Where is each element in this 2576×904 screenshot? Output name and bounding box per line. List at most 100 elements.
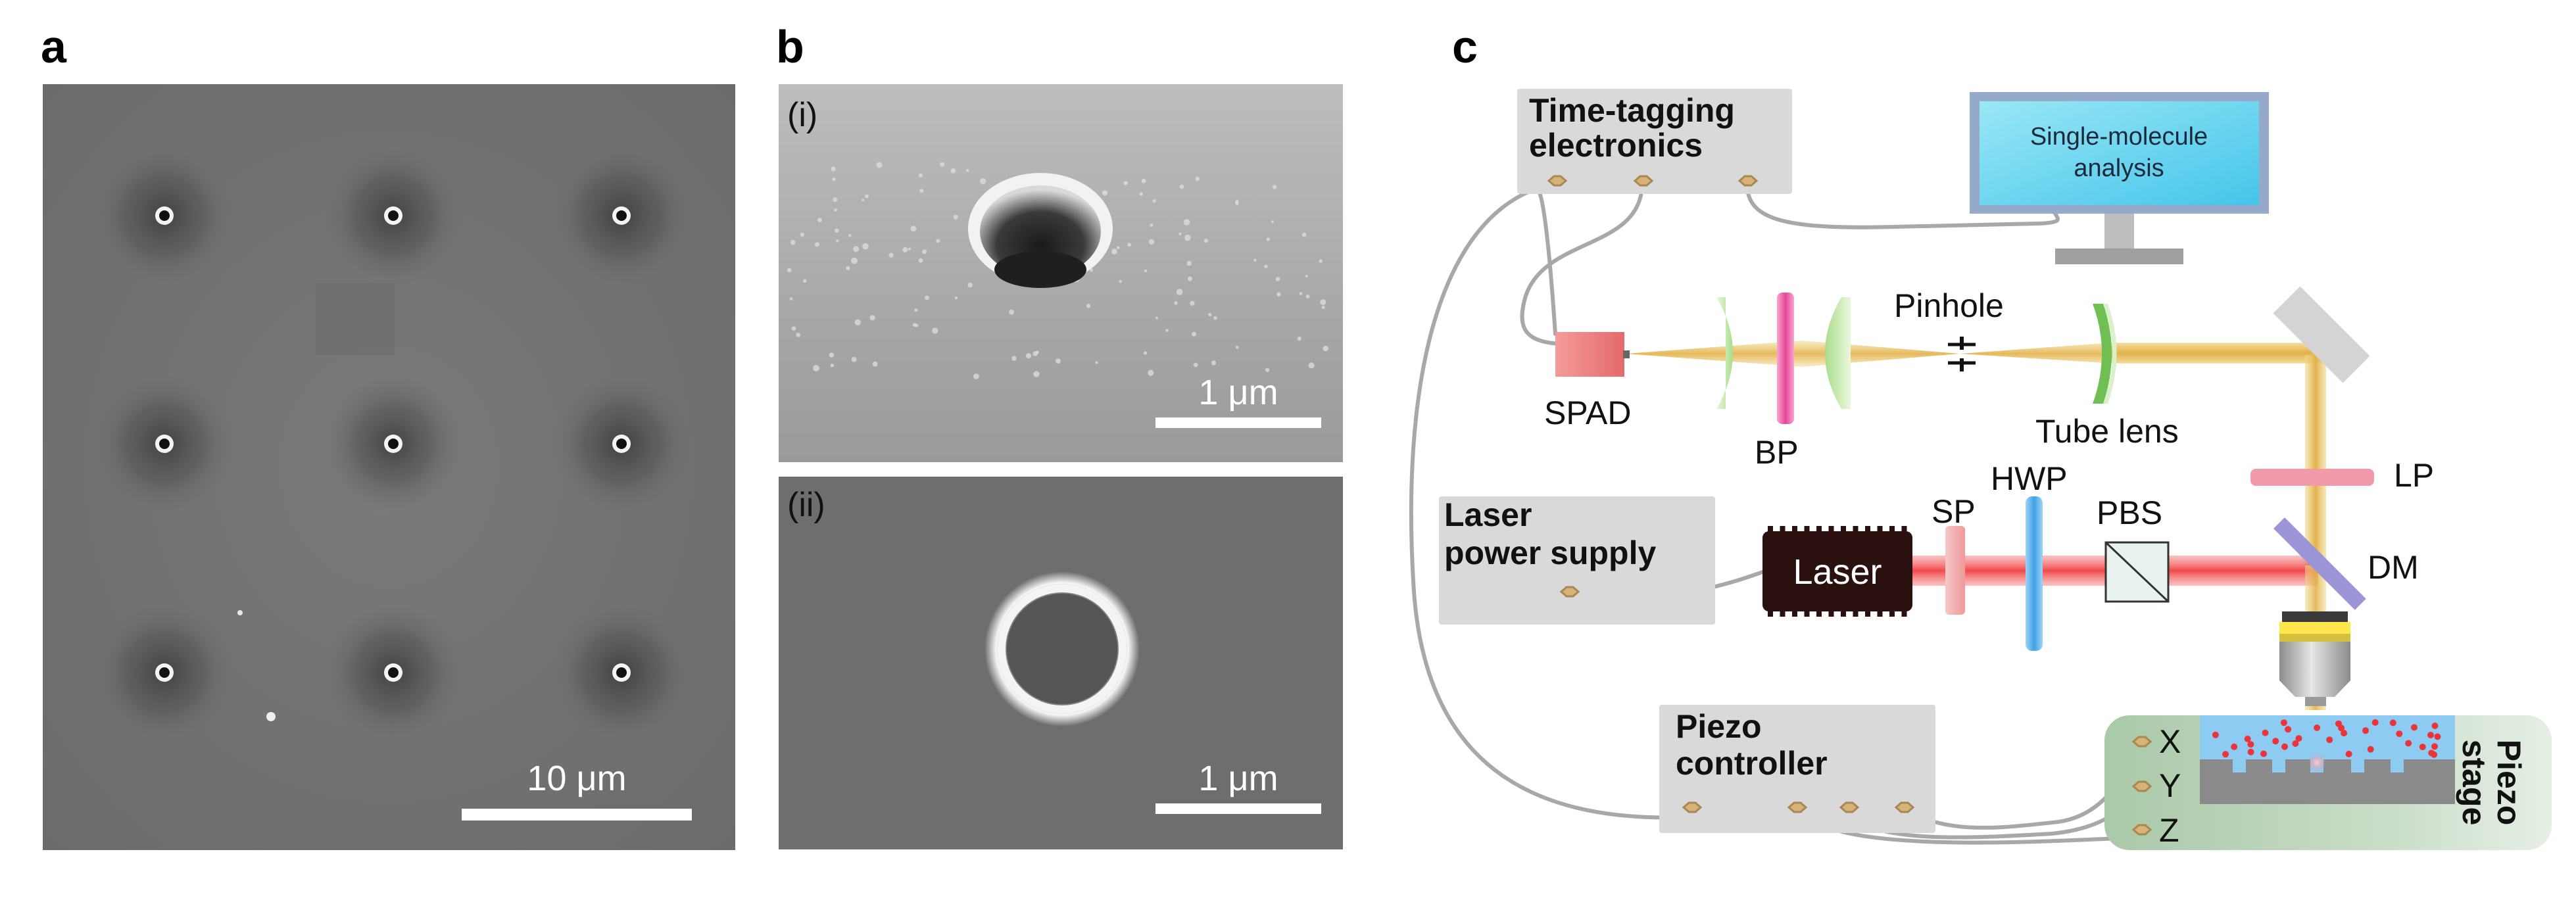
scale-bar-b-ii [1155,803,1321,814]
surface-particle [1111,249,1117,254]
surface-particle [851,356,857,362]
surface-particle [1036,350,1039,354]
molecule [2231,743,2238,750]
surface-particle [815,242,819,247]
molecule [2212,731,2219,738]
port-z [2131,824,2152,836]
surface-particle [1271,220,1274,224]
spad-detector [1555,332,1624,377]
laser-fin [1768,607,1773,617]
port-hex [1738,175,1759,187]
label-pbs: PBS [2097,494,2162,531]
port-hex [1839,801,1860,813]
surface-particle [1086,304,1091,308]
port-y [2131,780,2152,792]
surface-particle [1297,336,1301,341]
laser-fin [1841,607,1846,617]
laser-source: Laser [1762,526,1912,617]
molecule [2431,743,2438,750]
surface-particle [1321,305,1325,309]
surface-particle [1155,316,1158,320]
nanowell-core [616,667,627,678]
surface-particle [1213,316,1217,320]
cable-long-loop [1409,182,1686,820]
surface-particle [832,178,836,181]
tube-lens [2093,304,2112,404]
laser-fin [1889,607,1895,617]
surface-particle [1127,243,1131,247]
surface-particle [869,315,875,321]
port-hex [1547,175,1568,187]
nanowell-core [159,439,170,449]
surface-particle [802,279,807,283]
surface-particle [1323,345,1328,352]
surface-particle [789,297,793,300]
laser-fin [1901,607,1907,617]
nanowell-core [616,210,627,221]
sem-speck [237,610,243,615]
surface-particle [922,249,927,254]
surface-particle [1305,295,1310,298]
surface-particle [913,323,917,327]
laser-power-supply-box [1439,496,1715,625]
laser-fin [1780,607,1786,617]
molecule [2389,719,2396,726]
laser-fin [1828,526,1834,535]
panel-letter-a: a [41,21,67,72]
surface-particle [851,257,858,264]
surface-particle [1009,309,1014,315]
surface-particle [790,239,796,245]
surface-particle [1123,181,1128,185]
monitor-label-1: Single-molecule [2030,123,2208,151]
surface-particle [1208,313,1212,317]
molecule [2367,746,2374,753]
well-ring-top [998,584,1127,713]
spad-window [1623,350,1630,358]
panel-letter-b: b [776,21,804,72]
molecule [2326,736,2333,744]
piezo-controller-label-1: Piezo [1676,708,1762,745]
bandpass-filter [1777,293,1794,424]
scale-label-b-ii: 1 μm [1198,759,1278,798]
surface-particle [1190,300,1195,306]
surface-particle [836,239,839,243]
mirror [2273,286,2370,383]
surface-particle [953,214,958,220]
surface-particle [1176,289,1183,295]
surface-particle [1211,360,1217,366]
panel-c: c Time-tagging electronics Single-molecu… [1409,21,2552,850]
piezo-controller-box [1659,705,1935,833]
surface-particle [936,239,940,243]
scale-bar-b-i [1155,417,1321,428]
molecule [2419,744,2426,751]
polarizing-beam-splitter [2104,541,2170,603]
surface-particle [817,218,823,223]
time-tagging-box [1517,89,1792,194]
surface-particle [932,327,938,334]
surface-particle [1119,280,1122,283]
nanowell-core [159,210,170,221]
surface-particle [833,197,838,202]
laser-fin [1853,526,1859,535]
molecule [2345,750,2352,757]
laser-fin [1865,607,1870,617]
port-hex [1894,801,1915,813]
molecule [2281,743,2288,750]
laser-fin [1816,526,1822,535]
surface-particle [853,246,860,252]
sem-speck [266,712,276,721]
panel-b: b (i) 1 μm (ii) 1 μm [776,21,1343,849]
molecule [2272,738,2279,745]
laser-fin [1877,607,1883,617]
surface-particle [967,282,973,288]
surface-particle [865,194,869,199]
molecule [2371,719,2379,726]
port-hex [1682,801,1703,813]
surface-particle [796,333,800,337]
surface-particle [1183,219,1190,226]
surface-particle [1275,277,1280,281]
emission-beam-top [2104,343,2345,364]
port-x [2131,736,2152,748]
molecule [2262,729,2269,736]
